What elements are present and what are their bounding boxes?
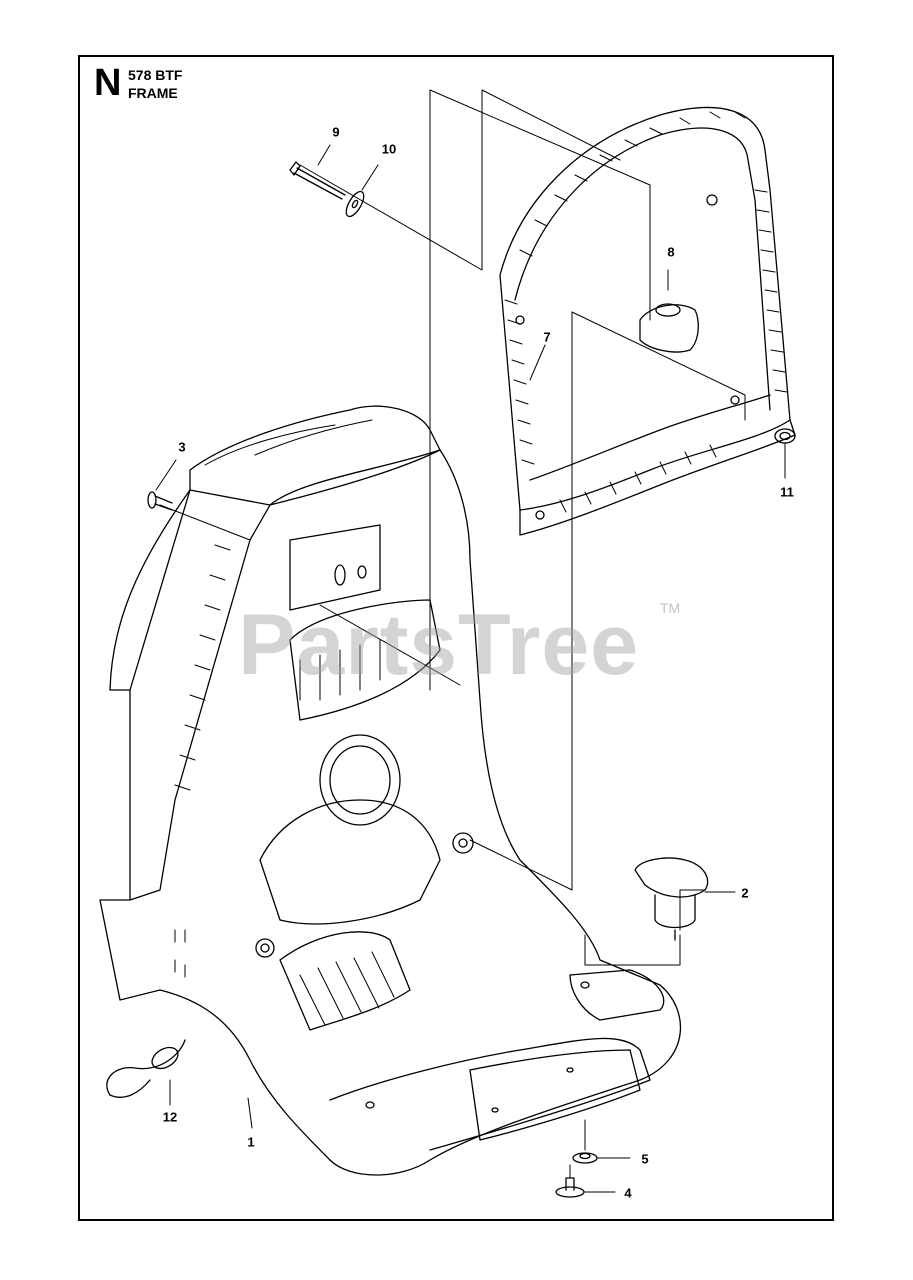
callout-3: 3 <box>178 439 186 455</box>
callout-11: 11 <box>780 484 794 500</box>
clip-ring-part-12 <box>107 1040 185 1105</box>
screw-part-4 <box>556 1165 615 1197</box>
callout-2: 2 <box>741 885 749 901</box>
callout-7: 7 <box>543 329 551 345</box>
callout-9: 9 <box>332 124 340 140</box>
callout-5: 5 <box>641 1151 649 1167</box>
bolt-part-9 <box>290 145 345 199</box>
section-letter: N <box>94 62 122 104</box>
diagram-border <box>78 55 834 1221</box>
backpack-frame-part-1 <box>100 406 680 1175</box>
washer-part-10 <box>343 165 378 219</box>
rubber-mount-part-8 <box>640 270 698 352</box>
washer-part-5 <box>573 1120 630 1163</box>
assembly-guide-lines <box>160 90 745 965</box>
callout-12: 12 <box>162 1109 178 1125</box>
grommet-part-11 <box>775 429 795 478</box>
rear-cover-part-7 <box>500 108 795 535</box>
trademark-symbol: TM <box>660 600 681 616</box>
cap-part-2 <box>635 858 735 940</box>
diagram-title: FRAME <box>128 85 178 101</box>
screw-part-3 <box>148 460 176 510</box>
callout-8: 8 <box>667 244 675 260</box>
watermark: PartsTree <box>238 597 640 693</box>
callout-leaders <box>530 345 545 380</box>
callout-10: 10 <box>381 141 397 157</box>
callout-4: 4 <box>624 1185 632 1201</box>
model-label: 578 BTF <box>128 67 183 83</box>
callout-1: 1 <box>247 1134 255 1150</box>
